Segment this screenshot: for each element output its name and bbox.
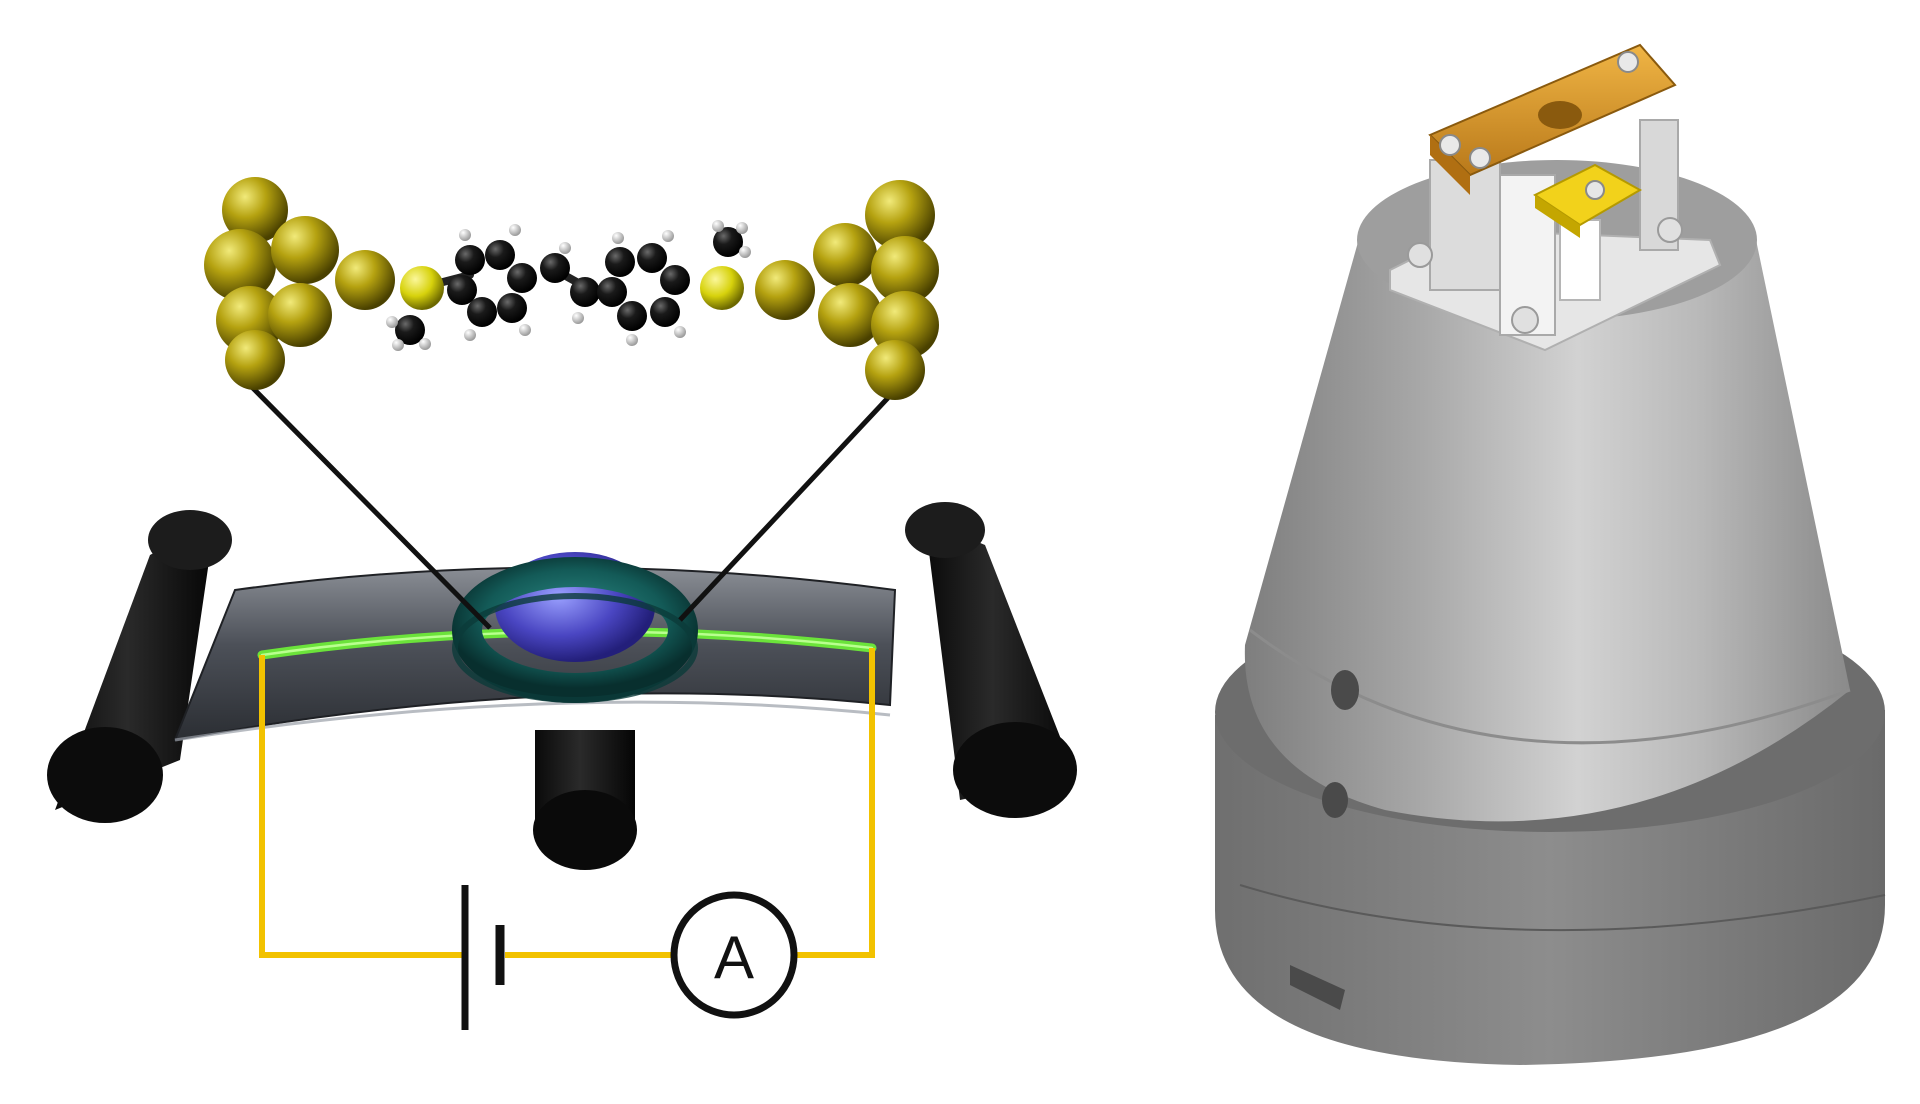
mounting-bracket: [1389, 119, 1722, 352]
gold-electrode-right: [755, 180, 939, 400]
molecular-junction: [204, 177, 939, 400]
sulfur-atom-left: [400, 266, 444, 310]
gold-electrode-left: [204, 177, 395, 390]
support-rod-right: [905, 502, 1077, 818]
tip-holder: [1533, 163, 1643, 238]
support-rod-center: [533, 730, 637, 870]
beam-edge-highlight: [174, 700, 891, 742]
battery-symbol: [461, 885, 505, 1030]
benzene-ring-left: [447, 240, 537, 327]
hydrogen-atoms: [386, 220, 751, 351]
ammeter-label: A: [714, 924, 754, 991]
side-hole-upper: [1331, 670, 1359, 710]
sample-clamp: [1428, 43, 1677, 195]
measurement-circuit: [259, 648, 875, 958]
liquid-cell-ring: [452, 557, 698, 703]
ammeter: A: [670, 891, 798, 1019]
right-device-panel: [1215, 43, 1886, 1065]
side-hole-lower: [1322, 782, 1348, 818]
zoom-line-left: [238, 373, 492, 630]
left-schematic-panel: A: [47, 177, 1077, 1030]
benzene-ring-right: [597, 243, 690, 331]
sulfur-atom-right: [700, 266, 744, 310]
zoom-line-right: [678, 383, 902, 622]
